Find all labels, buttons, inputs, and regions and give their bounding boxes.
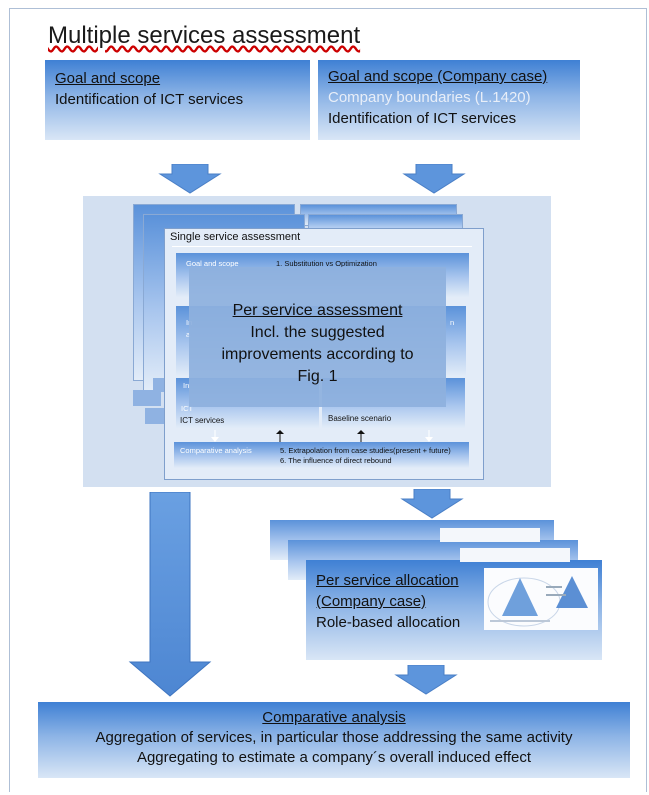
- side-left-label-3: In: [183, 381, 190, 390]
- small-arrow-down-2: [425, 430, 433, 442]
- comparative-strip: [174, 442, 469, 468]
- small-arrow-up-1: [276, 430, 284, 442]
- small-arrow-down-1: [211, 430, 219, 442]
- overlay-line-2: improvements according to: [221, 346, 414, 363]
- thumbnail-2: [460, 548, 570, 562]
- arrow-down-right-top: [402, 164, 466, 194]
- comparative-analysis-box: Comparative analysis Aggregation of serv…: [38, 702, 630, 778]
- extrapolation-label: 5. Extrapolation from case studies(prese…: [280, 446, 451, 455]
- thumbnail-1: [440, 528, 540, 542]
- header-divider: [172, 246, 472, 247]
- substitution-label: 1. Substitution vs Optimization: [276, 259, 377, 268]
- goal-scope-sublabel: Goal and scope: [186, 259, 239, 268]
- side-right-label: n: [450, 318, 455, 327]
- overlay-title: Per service assessment: [232, 302, 403, 319]
- allocation-title: Per service allocation: [316, 572, 459, 589]
- company-goal-scope-heading: Goal and scope (Company case): [328, 68, 548, 85]
- company-goal-scope-box: Goal and scope (Company case) Company bo…: [318, 60, 580, 140]
- comparative-line-1: Aggregation of services, in particular t…: [95, 729, 573, 746]
- single-service-header: Single service assessment: [170, 231, 301, 243]
- goal-scope-heading: Goal and scope: [55, 70, 161, 87]
- per-service-overlay: [189, 267, 446, 407]
- goal-scope-line: Identification of ICT services: [55, 91, 244, 108]
- stacked-tab-1: [133, 390, 161, 406]
- company-boundaries-line: Company boundaries (L.1420): [328, 89, 531, 106]
- allocation-subtitle: (Company case): [316, 593, 427, 610]
- comparative-line-2: Aggregating to estimate a company´s over…: [136, 749, 532, 766]
- arrow-down-right-bottom: [394, 665, 458, 695]
- allocation-figure-image: [484, 568, 598, 630]
- allocation-line: Role-based allocation: [316, 614, 461, 631]
- comparative-label: Comparative analysis: [180, 446, 252, 455]
- page-frame: [9, 8, 647, 792]
- company-ict-line: Identification of ICT services: [328, 110, 517, 127]
- rebound-label: 6. The influence of direct rebound: [280, 456, 392, 465]
- side-left-label-4: ICT: [181, 404, 194, 413]
- small-arrow-up-2: [357, 430, 365, 442]
- side-left-label-2: a: [186, 330, 190, 339]
- comparative-heading: Comparative analysis: [262, 709, 406, 726]
- overlay-text: Per service assessment Incl. the suggest…: [189, 300, 446, 388]
- big-arrow-down: [128, 492, 212, 697]
- page-title: Multiple services assessment: [48, 22, 361, 49]
- ict-services-label: ICT services: [180, 416, 225, 425]
- overlay-line-3: Fig. 1: [297, 368, 338, 385]
- overlay-line-1: Incl. the suggested: [250, 324, 385, 341]
- arrow-down-right-mid: [400, 489, 464, 519]
- baseline-label: Baseline scenario: [328, 414, 392, 423]
- goal-scope-box: Goal and scope Identification of ICT ser…: [45, 60, 310, 140]
- arrow-down-left-top: [158, 164, 222, 194]
- allocation-text: Per service allocation (Company case) Ro…: [316, 570, 460, 633]
